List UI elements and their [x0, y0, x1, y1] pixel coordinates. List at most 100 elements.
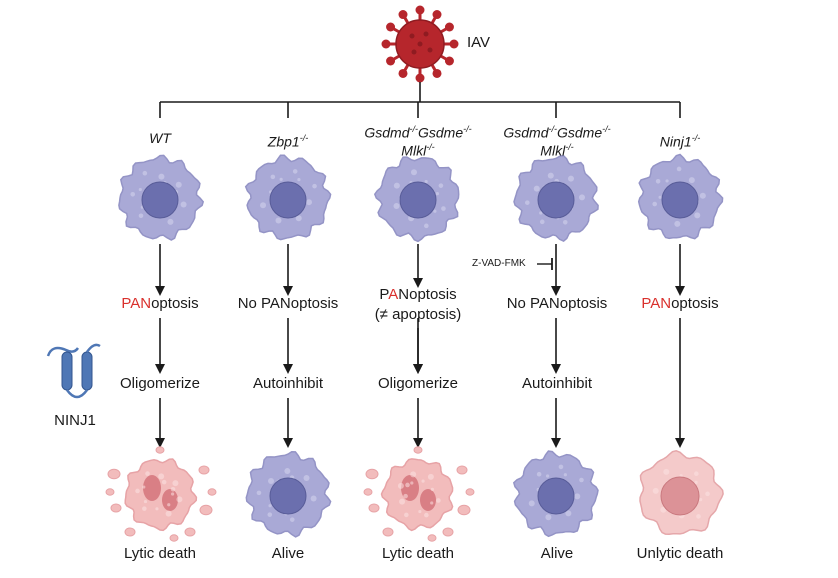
cell-granule: [170, 487, 176, 492]
cell-granule: [679, 474, 683, 478]
cell-fragment: [368, 503, 380, 513]
cell-granule: [171, 492, 175, 496]
cell-fragment: [207, 488, 217, 496]
cell-granule: [267, 512, 273, 517]
cell-granule: [165, 510, 172, 517]
cell-granule: [546, 474, 550, 478]
cell-granule: [405, 482, 410, 488]
cell-granule: [441, 206, 446, 211]
panoptosis-label-5: PANoptosis: [620, 295, 740, 313]
cell-fragment: [365, 468, 379, 480]
cell-granule: [172, 480, 179, 487]
cell-granule: [268, 504, 272, 508]
cell-granule: [138, 187, 142, 192]
lytic-cell: [105, 446, 217, 542]
cell-granule: [699, 192, 706, 199]
cell-granule: [536, 471, 542, 477]
cell-granule: [270, 174, 276, 180]
cell-granule: [142, 170, 148, 176]
nucleus-fragment: [420, 489, 436, 511]
cell-granule: [275, 217, 282, 224]
cell-granule: [694, 471, 699, 477]
ninj1-protein-icon: [46, 343, 101, 399]
cell-granule: [180, 201, 187, 208]
genotype-text: Gsdme: [418, 124, 464, 141]
cell-granule: [312, 183, 317, 189]
genotype-gsdmd-gsdme-mlkl-1: Gsdmd-/-Gsdme-/-: [348, 121, 488, 142]
cell-nucleus: [537, 477, 575, 515]
genotype-sup: -/-: [548, 124, 558, 134]
cell-granule: [567, 175, 574, 182]
cell-fragment: [465, 488, 475, 496]
genotype-sup: -/-: [691, 133, 701, 143]
cell-granule: [292, 169, 298, 174]
cell-nucleus: [269, 181, 307, 219]
cell-granule: [418, 509, 422, 514]
cell-granule: [655, 178, 661, 184]
cell-granule: [558, 464, 564, 470]
nucleus-fragment: [162, 489, 178, 511]
cell-granule: [435, 192, 439, 196]
panoptosis-rest: optosis: [671, 295, 719, 312]
virus-spike-head: [449, 39, 459, 49]
step-label-3: Oligomerize: [377, 375, 459, 392]
genotype-text: Mlkl: [540, 142, 566, 159]
cell-granule: [279, 177, 283, 181]
genotype-sup: -/-: [463, 124, 472, 134]
cell-fragment: [124, 527, 136, 537]
cell-granule: [303, 474, 310, 481]
swollen-cell: [639, 450, 724, 535]
cell-granule: [658, 195, 662, 199]
cell-granule: [539, 219, 545, 225]
panoptosis-label-4: No PANoptosis: [506, 295, 608, 312]
cell-membrane: [124, 458, 198, 532]
cell-fragment: [456, 465, 468, 475]
cell-granule: [142, 506, 147, 511]
cell-fragment: [363, 488, 373, 496]
genotype-gsdmd-gsdme-mlkl-2: Gsdmd-/-Gsdme-/-: [487, 121, 627, 142]
cell-granule: [399, 498, 406, 505]
virus-spike-head: [386, 56, 396, 66]
ninj1-helix: [81, 351, 93, 391]
lytic-cell: [363, 446, 475, 542]
cell-granule: [694, 212, 701, 219]
outcome-label-3: Lytic death: [382, 545, 454, 562]
genotype-mlkl-1: Mlkl-/-: [348, 139, 488, 160]
cell-granule: [427, 473, 434, 480]
virus-spike-head: [432, 10, 442, 20]
cell-nucleus: [661, 181, 699, 219]
virus-texture: [417, 41, 423, 47]
cell-granule: [138, 213, 144, 219]
initial-cell: [118, 154, 205, 241]
cell-granule: [161, 479, 167, 485]
step-label-4: Autoinhibit: [521, 375, 593, 392]
virus-spike-head: [386, 22, 396, 32]
genotype-text: Ninj1: [659, 133, 692, 150]
cell-granule: [403, 493, 408, 499]
cell-granule: [663, 468, 670, 475]
cell-granule: [694, 480, 698, 484]
cell-granule: [424, 179, 428, 184]
genotype-ninj1: Ninj1-/-: [630, 130, 730, 151]
panoptosis-highlight: PAN: [641, 295, 672, 312]
cell-nucleus: [660, 476, 700, 516]
cell-granule: [135, 488, 140, 494]
cell-granule: [310, 495, 317, 502]
cell-fragment: [457, 504, 471, 516]
genotype-sup: -/-: [409, 124, 419, 134]
virus-spike-head: [415, 73, 425, 83]
panoptosis-note-3: (≠ apoptosis): [374, 306, 462, 323]
panoptosis-rest: optosis: [151, 295, 199, 312]
virus-label: IAV: [467, 34, 491, 51]
cell-granule: [547, 172, 554, 179]
cell-granule: [436, 498, 441, 503]
cell-granule: [297, 177, 301, 182]
cell-nucleus: [399, 181, 437, 219]
virus-texture: [411, 49, 417, 55]
ninj1-loop: [65, 389, 89, 399]
outcome-label-4: Alive: [540, 545, 574, 562]
cell-fragment: [413, 446, 423, 454]
genotype-sup: -/-: [565, 142, 574, 152]
cell-granule: [525, 200, 530, 205]
